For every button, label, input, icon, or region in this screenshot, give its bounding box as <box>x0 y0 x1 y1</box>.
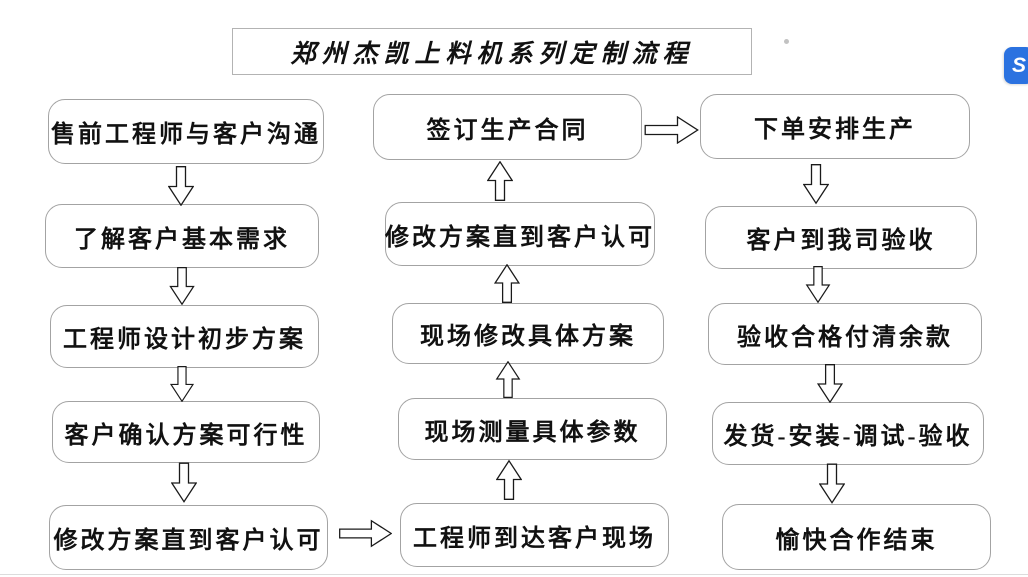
flow-node-left-5: 修改方案直到客户认可 <box>49 505 328 570</box>
up-arrow-icon <box>495 361 521 398</box>
down-arrow-icon <box>171 462 197 503</box>
flow-node-right-5: 愉快合作结束 <box>722 504 991 570</box>
down-arrow-icon <box>817 364 843 403</box>
down-arrow-icon <box>803 164 829 205</box>
flow-node-left-1: 售前工程师与客户沟通 <box>48 99 324 164</box>
flow-node-middle-3: 现场修改具体方案 <box>392 303 664 364</box>
flow-node-right-1: 下单安排生产 <box>700 94 970 159</box>
flow-node-middle-5: 工程师到达客户现场 <box>400 503 669 567</box>
down-arrow-icon <box>168 166 194 206</box>
down-arrow-icon <box>819 463 845 504</box>
extension-logo-icon: S <box>1011 53 1026 77</box>
down-arrow-icon <box>169 366 195 402</box>
flow-node-left-4: 客户确认方案可行性 <box>52 401 320 463</box>
flow-node-right-3: 验收合格付清余款 <box>708 303 982 365</box>
up-arrow-icon <box>496 459 522 500</box>
flow-node-right-2: 客户到我司验收 <box>705 206 977 269</box>
flow-node-left-2: 了解客户基本需求 <box>45 204 319 268</box>
flow-node-middle-2: 修改方案直到客户认可 <box>385 202 655 266</box>
right-arrow-icon <box>339 519 392 548</box>
up-arrow-icon <box>494 264 520 303</box>
diagram-title-box: 郑州杰凯上料机系列定制流程 <box>232 28 752 75</box>
down-arrow-icon <box>169 267 195 305</box>
stray-dot <box>784 39 789 44</box>
flow-node-middle-1: 签订生产合同 <box>373 94 642 160</box>
right-arrow-icon <box>644 116 699 144</box>
page-bottom-edge <box>0 574 1028 575</box>
flow-node-left-3: 工程师设计初步方案 <box>50 305 319 368</box>
flow-node-right-4: 发货-安装-调试-验收 <box>712 402 984 465</box>
up-arrow-icon <box>487 161 513 201</box>
flow-node-middle-4: 现场测量具体参数 <box>398 398 667 460</box>
floating-extension-button[interactable]: S <box>1004 47 1028 84</box>
diagram-title: 郑州杰凯上料机系列定制流程 <box>290 40 694 68</box>
down-arrow-icon <box>805 266 831 303</box>
